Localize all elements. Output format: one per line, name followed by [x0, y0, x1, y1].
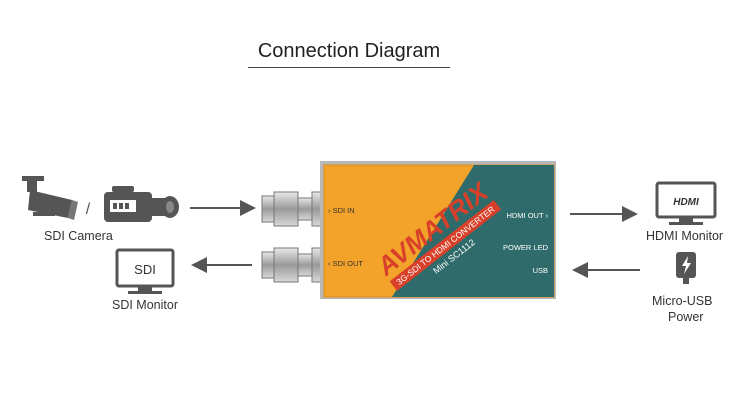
- hdmi-monitor-icon: HDMI: [655, 181, 717, 225]
- cctv-camera-icon: [22, 176, 78, 220]
- port-sdi-in-label: › SDI IN: [328, 206, 355, 215]
- title-underline: [248, 67, 450, 68]
- converter-device: AVMATRIX 3G-SDI TO HDMI CONVERTER Mini S…: [320, 161, 556, 299]
- hdmi-monitor-label: HDMI Monitor: [646, 229, 724, 243]
- diagram-title: Connection Diagram: [257, 40, 441, 62]
- source-separator: /: [86, 201, 91, 218]
- micro-usb-power-label-line2: Power: [668, 310, 704, 324]
- bnc-connector-in: [261, 191, 323, 227]
- port-hdmi-out-label: HDMI OUT ›: [506, 211, 548, 220]
- hdmi-logo-text: HDMI: [673, 197, 699, 208]
- port-sdi-out-label: ‹ SDI OUT: [328, 259, 363, 268]
- bnc-connector-out: [261, 247, 323, 283]
- sdi-camera-label: SDI Camera: [44, 229, 113, 243]
- camcorder-icon: [104, 186, 179, 222]
- sdi-monitor-screen-text: SDI: [134, 262, 156, 277]
- power-led-label: POWER LED: [503, 243, 549, 252]
- micro-usb-power-label-line1: Micro-USB: [652, 294, 713, 308]
- sdi-monitor-label: SDI Monitor: [112, 298, 178, 312]
- sdi-monitor-icon: SDI: [115, 248, 175, 294]
- usb-port-label: USB: [533, 266, 548, 275]
- usb-power-adapter-icon: [676, 252, 696, 284]
